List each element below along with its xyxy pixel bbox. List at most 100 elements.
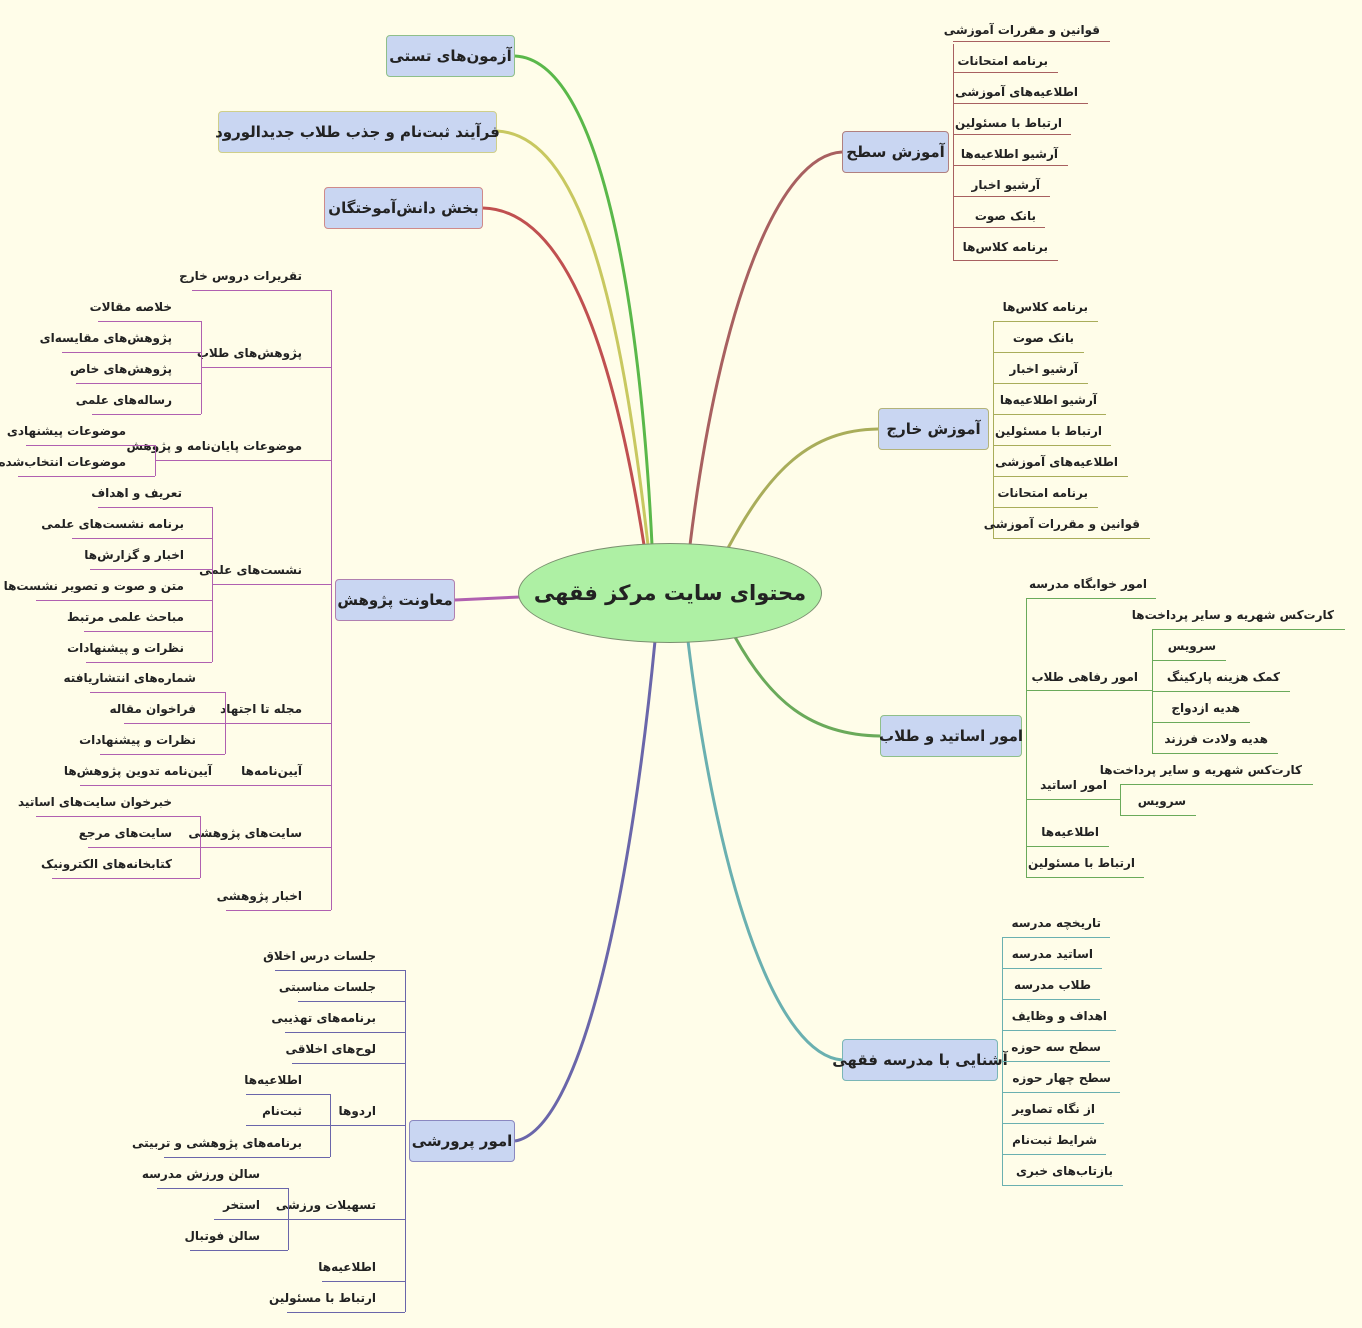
- kharej-item[interactable]: قوانین و مقررات آموزشی: [983, 517, 1140, 531]
- ashnayi-item[interactable]: اهداف و وظایف: [1011, 1009, 1107, 1023]
- asatid-item[interactable]: امور اساتید: [1040, 778, 1107, 792]
- node-pazhoohesh[interactable]: معاونت پژوهش: [335, 579, 455, 621]
- kharej-item[interactable]: برنامه امتحانات: [997, 486, 1088, 500]
- sath-item[interactable]: ارتباط با مسئولین: [954, 116, 1062, 130]
- neshast-subitem[interactable]: متن و صوت و تصویر نشست‌ها: [3, 579, 184, 593]
- neshast-subitem[interactable]: تعریف و اهداف: [91, 486, 182, 500]
- neshast-subitem[interactable]: برنامه نشست‌های علمی: [41, 517, 184, 531]
- varzeshi-subitem[interactable]: سالن ورزش مدرسه: [141, 1167, 260, 1181]
- refahi-subitem[interactable]: سرویس: [1167, 639, 1216, 653]
- link-sath: [688, 150, 843, 546]
- varzeshi-subitem[interactable]: سالن فوتبال: [184, 1229, 261, 1243]
- link-danesh: [482, 206, 646, 546]
- ashnayi-item[interactable]: بازتاب‌های خبری: [1015, 1164, 1113, 1178]
- neshast-subitem[interactable]: مباحث علمی مرتبط: [67, 610, 184, 624]
- refahi-item[interactable]: امور رفاهی طلاب: [1031, 670, 1138, 684]
- sath-bracket: [953, 44, 954, 260]
- payannameh-subitem[interactable]: موضوعات انتخاب‌شده: [0, 455, 126, 469]
- node-amoozesh-kharej[interactable]: آموزش خارج: [878, 408, 989, 450]
- neshast-subitem[interactable]: اخبار و گزارش‌ها: [84, 548, 184, 562]
- kharej-item[interactable]: برنامه کلاس‌ها: [1002, 300, 1088, 314]
- pazhoohesh-item[interactable]: مجله تا اجتهاد: [220, 702, 302, 716]
- tolab-subitem[interactable]: پژوهش‌های خاص: [69, 362, 172, 376]
- sites-subitem[interactable]: خبرخوان سایت‌های اساتید: [18, 795, 172, 809]
- pazhoohesh-bracket: [331, 290, 332, 910]
- sath-item[interactable]: برنامه امتحانات: [957, 54, 1048, 68]
- parvareshi-item[interactable]: لوح‌های اخلاقی: [285, 1042, 376, 1056]
- majalleh-subitem[interactable]: فراخوان مقاله: [109, 702, 197, 716]
- pazhoohesh-item[interactable]: آیین‌نامه‌ها: [241, 764, 302, 778]
- link-sabtnam: [496, 129, 650, 546]
- sath-item[interactable]: قوانین و مقررات آموزشی: [943, 23, 1100, 37]
- link-kharej: [726, 427, 879, 549]
- parvareshi-etelaiyeha[interactable]: اطلاعیه‌ها: [318, 1260, 376, 1274]
- pazhoohesh-item[interactable]: سایت‌های پژوهشی: [188, 826, 302, 840]
- majalleh-subitem[interactable]: شماره‌های انتشاریافته: [63, 671, 196, 685]
- pazhoohesh-item[interactable]: پژوهش‌های طلاب: [196, 346, 302, 360]
- pazhoohesh-item[interactable]: موضوعات پایان‌نامه و پژوهش: [126, 439, 302, 453]
- refahi-subitem[interactable]: هدیه ازدواج: [1171, 701, 1240, 715]
- link-ashnayi: [686, 640, 843, 1062]
- ashnayi-item[interactable]: از نگاه تصاویر: [1012, 1102, 1095, 1116]
- tolab-subitem[interactable]: پژوهش‌های مقایسه‌ای: [39, 331, 172, 345]
- parvareshi-item[interactable]: جلسات درس اخلاق: [263, 949, 376, 963]
- ordoha-item[interactable]: اردوها: [338, 1104, 376, 1118]
- sath-item[interactable]: اطلاعیه‌های آموزشی: [955, 85, 1078, 99]
- pazhoohesh-item[interactable]: نشست‌های علمی: [199, 563, 302, 577]
- ashnayi-item[interactable]: سطح سه حوزه: [1011, 1040, 1101, 1054]
- sites-subitem[interactable]: سایت‌های مرجع: [78, 826, 172, 840]
- refahi-subitem[interactable]: هدیه ولادت فرزند: [1164, 732, 1268, 746]
- kharej-item[interactable]: اطلاعیه‌های آموزشی: [995, 455, 1118, 469]
- kharej-item[interactable]: آرشیو اطلاعیه‌ها: [999, 393, 1097, 407]
- sites-subitem[interactable]: کتابخانه‌های الکترونیک: [41, 857, 172, 871]
- kharej-item[interactable]: ارتباط با مسئولین: [994, 424, 1102, 438]
- asatid-subitem[interactable]: سرویس: [1137, 794, 1186, 808]
- sath-item[interactable]: آرشیو اخبار: [971, 178, 1041, 192]
- ordoha-subitem[interactable]: ثبت‌نام: [262, 1104, 302, 1118]
- node-parvareshi[interactable]: امور پرورشی: [409, 1120, 515, 1162]
- varzeshi-subitem[interactable]: استخر: [223, 1198, 260, 1212]
- ashnayi-item[interactable]: تاریخچه مدرسه: [1011, 916, 1101, 930]
- ordoha-subitem[interactable]: اطلاعیه‌ها: [244, 1073, 302, 1087]
- aeennameh-subitem[interactable]: آیین‌نامه تدوین پژوهش‌ها: [63, 764, 212, 778]
- kharej-item[interactable]: آرشیو اخبار: [1009, 362, 1079, 376]
- node-ashnayi[interactable]: آشنایی با مدرسه فقهی: [832, 1039, 1008, 1081]
- khabgah-item[interactable]: امور خوابگاه مدرسه: [1028, 577, 1147, 591]
- parvareshi-ertebat[interactable]: ارتباط با مسئولین: [268, 1291, 376, 1305]
- link-asatid: [733, 636, 881, 738]
- tolab-subitem[interactable]: خلاصه مقالات: [89, 300, 172, 314]
- parvareshi-bracket: [405, 970, 406, 1312]
- node-asatid-tolab[interactable]: امور اساتید و طلاب: [879, 715, 1023, 757]
- refahi-subitem[interactable]: کارت‌کس شهریه و سایر پرداخت‌ها: [1131, 608, 1334, 622]
- pazhoohesh-item[interactable]: تقریرات دروس خارج: [179, 269, 302, 283]
- refahi-subitem[interactable]: کمک هزینه پارکینگ: [1166, 670, 1280, 684]
- kharej-bracket: [993, 321, 994, 538]
- varzeshi-item[interactable]: تسهیلات ورزشی: [275, 1198, 376, 1212]
- parvareshi-item[interactable]: برنامه‌های تهذیبی: [271, 1011, 376, 1025]
- asatid-ertebat[interactable]: ارتباط با مسئولین: [1027, 856, 1135, 870]
- sath-item[interactable]: برنامه کلاس‌ها: [962, 240, 1048, 254]
- ashnayi-item[interactable]: شرایط ثبت‌نام: [1012, 1133, 1097, 1147]
- ordoha-subitem[interactable]: برنامه‌های پژوهشی و تربیتی: [131, 1136, 302, 1150]
- ashnayi-item[interactable]: سطح چهار حوزه: [1012, 1071, 1111, 1085]
- node-daneshamookhtegan[interactable]: بخش دانش‌آموختگان: [324, 187, 483, 229]
- ashnayi-item[interactable]: اساتید مدرسه: [1011, 947, 1093, 961]
- tolab-subitem[interactable]: رساله‌های علمی: [75, 393, 172, 407]
- link-pazhoohesh: [454, 595, 521, 602]
- sath-item[interactable]: بانک صوت: [974, 209, 1036, 223]
- sath-item[interactable]: آرشیو اطلاعیه‌ها: [960, 147, 1058, 161]
- root-node: محتوای سایت مرکز فقهی: [518, 543, 822, 643]
- kharej-item[interactable]: بانک صوت: [1012, 331, 1074, 345]
- node-amoozesh-sath[interactable]: آموزش سطح: [842, 131, 949, 173]
- asatid-subitem[interactable]: کارت‌کس شهریه و سایر پرداخت‌ها: [1099, 763, 1302, 777]
- pazhoohesh-item[interactable]: اخبار پژوهشی: [216, 889, 302, 903]
- node-sabtnam[interactable]: فرآیند ثبت‌نام و جذب طلاب جدیدالورود: [215, 111, 500, 153]
- node-azmoon[interactable]: آزمون‌های تستی: [386, 35, 515, 77]
- neshast-subitem[interactable]: نظرات و پیشنهادات: [67, 641, 184, 655]
- asatid-etelaiyeha[interactable]: اطلاعیه‌ها: [1041, 825, 1099, 839]
- majalleh-subitem[interactable]: نظرات و پیشنهادات: [79, 733, 196, 747]
- parvareshi-item[interactable]: جلسات مناسبتی: [278, 980, 376, 994]
- payannameh-subitem[interactable]: موضوعات پیشنهادی: [6, 424, 126, 438]
- ashnayi-item[interactable]: طلاب مدرسه: [1014, 978, 1091, 992]
